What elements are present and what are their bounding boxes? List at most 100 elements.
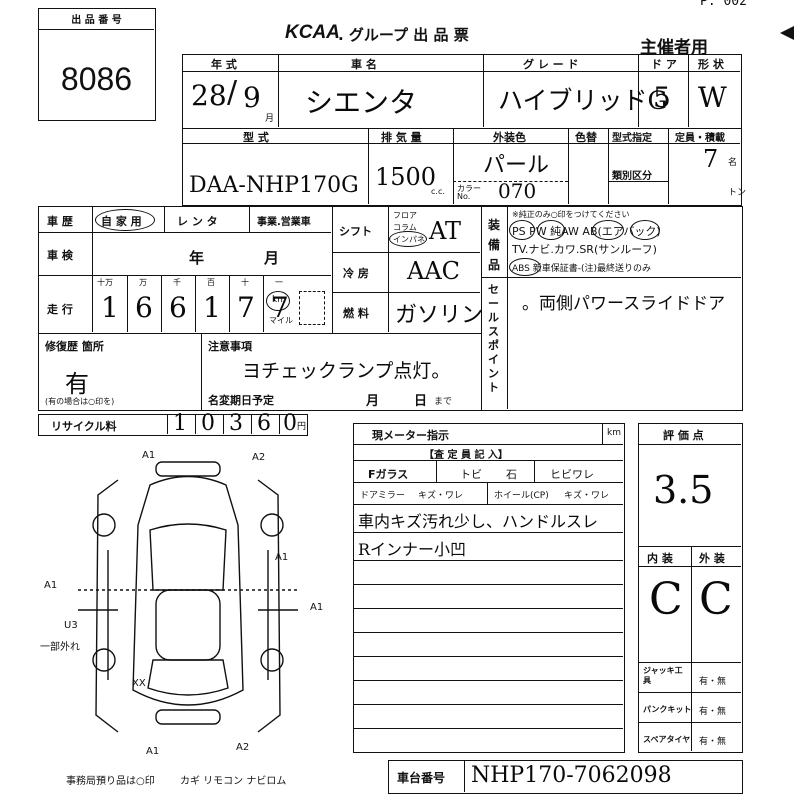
recycle-digit: 1 — [173, 411, 187, 436]
caution-section: 注意事項 ヨチェックランプ点灯。 名変期日予定 月 日 まで — [201, 333, 482, 411]
keys-items: カギ リモコン ナビロム — [180, 776, 287, 787]
inspection-month-unit: 月 — [264, 249, 280, 267]
caution-value: ヨチェックランプ点灯。 — [242, 360, 451, 382]
digit-label-1: 一 — [275, 278, 283, 287]
sales-point-value: 。両側パワースライドドア — [522, 294, 726, 314]
lot-number: 8086 — [60, 61, 133, 97]
recycle-label: リサイクル料 — [51, 420, 117, 433]
interior-value: C — [649, 574, 683, 625]
recycle-digit: 0 — [283, 411, 297, 436]
equipment-note: ※純正のみ○印をつけてください — [512, 210, 630, 219]
kcaa-logo: KCAA — [285, 22, 340, 43]
mileage-digit: 6 — [135, 291, 153, 324]
repair-value: 有 — [65, 370, 89, 398]
digit-label-100: 百 — [207, 278, 215, 287]
meter-km: km — [607, 428, 621, 438]
shape-label: 形 状 — [698, 58, 724, 71]
grade-value: ハイブリッドG — [498, 86, 668, 115]
sales-point-label: セールスポイント — [488, 283, 499, 394]
chassis-value: NHP170-7062098 — [471, 763, 672, 788]
mileage-label: 走 行 — [47, 303, 73, 316]
jack-yes-no: 有・無 — [699, 677, 727, 687]
recycle-yen: 円 — [297, 422, 307, 432]
damage-mark: A1 — [142, 450, 156, 461]
shape-value: W — [698, 81, 727, 114]
displacement-label: 排 気 量 — [381, 131, 422, 144]
damage-mark: A2 — [252, 452, 266, 463]
keys-label: 事務局預り品は○印 — [66, 776, 155, 787]
damage-mark: U3 — [64, 620, 78, 631]
mechanical-section: シフト フロア コラム インパネ AT 冷 房 AAC 燃 料 ガソリン — [332, 206, 484, 334]
doors-label: ド ア — [651, 58, 677, 71]
fuel-value: ガソリン — [395, 303, 484, 328]
recycle-digit: 3 — [229, 411, 243, 436]
inspection-label: 車 検 — [47, 249, 73, 262]
year-label: 年 式 — [211, 58, 237, 71]
deadline-until: まで — [434, 397, 453, 407]
recycle-digit: 0 — [201, 411, 215, 436]
caution-label: 注意事項 — [208, 340, 252, 353]
damage-mark: A1 — [275, 552, 289, 563]
equipment-line2: TV.ナビ.カワ.SR(サンルーフ) — [512, 243, 657, 256]
door-mirror-kizu: キズ・ワレ — [418, 491, 464, 501]
digit-label-100k: 十万 — [97, 278, 113, 287]
capacity-unit: 名 — [728, 158, 738, 168]
mile-label: マイル — [269, 316, 293, 325]
score-value: 3.5 — [653, 468, 714, 512]
history-label: 車 歴 — [47, 215, 73, 228]
spare-yes-no: 有・無 — [699, 737, 727, 747]
damage-mark: A2 — [236, 742, 250, 753]
inspector-note: Rインナー小凹 — [358, 540, 467, 559]
interior-label: 内 装 — [647, 552, 673, 565]
equipment-line3: ABS 新車保証書-(注)最終送りのみ — [512, 264, 652, 274]
month-unit: 月 — [265, 114, 275, 124]
exterior-value: C — [699, 574, 733, 625]
digit-label-10: 十 — [241, 278, 249, 287]
lot-number-label: 出 品 番 号 — [71, 15, 122, 26]
model-label: 型 式 — [243, 131, 269, 144]
load-unit: トン — [728, 188, 747, 198]
rental-label: レ ン タ — [177, 215, 218, 228]
chassis-section: 車台番号 NHP170-7062098 — [388, 760, 743, 794]
chassis-label: 車台番号 — [397, 771, 446, 785]
damage-note: 一部外れ — [40, 642, 80, 653]
lot-number-box: 出 品 番 号 8086 — [38, 8, 156, 121]
cc-unit: c.c. — [431, 187, 445, 196]
repair-section: 修復歴 箇所 有 (有の場合は○印を) — [38, 333, 202, 411]
ab-circle — [630, 220, 660, 240]
door-mirror-label: ドアミラー — [360, 491, 405, 501]
deadline-day: 日 — [414, 394, 428, 409]
inspector-note: 車内キズ汚れ少し、ハンドルスレ — [358, 512, 599, 531]
form-title: . グループ 出 品 票 — [338, 26, 469, 44]
glass-hibiware: ヒビワレ — [550, 468, 594, 481]
displacement-value: 1500 — [375, 163, 437, 191]
mileage-digit: 6 — [169, 291, 187, 324]
history-section: 車 歴 自 家 用 レ ン タ 事業.営業車 車 検 年 月 走 行 十万 万 … — [38, 206, 333, 334]
ac-value: AAC — [407, 257, 461, 285]
year-value: 28 — [191, 79, 227, 112]
top-fragment: P. 002 — [700, 0, 747, 9]
car-name-label: 車 名 — [351, 58, 377, 71]
wheel-kizu: キズ・ワレ — [564, 491, 610, 501]
mileage-digit: 1 — [203, 291, 221, 324]
inspection-year-unit: 年 — [189, 249, 205, 267]
type-spec-label: 型式指定 — [612, 133, 652, 144]
spare-label: スペアタイヤ — [643, 735, 691, 744]
car-name: シエンタ — [305, 86, 418, 119]
pw-circle — [537, 220, 565, 240]
shift-label: シフト — [339, 225, 372, 238]
recycle-digit: 6 — [257, 411, 271, 436]
damage-mark: XX — [132, 678, 146, 689]
mileage-digit: 7 — [237, 291, 255, 324]
digit-label-10k: 万 — [139, 278, 147, 287]
damage-mark: A1 — [44, 580, 58, 591]
color-value: パール — [483, 153, 550, 178]
jack-label: ジャッキ工具 — [643, 666, 683, 685]
color-change-label: 色替 — [575, 131, 597, 144]
ext-color-label: 外装色 — [493, 131, 526, 144]
shift-option-column: コラム — [393, 223, 417, 232]
repair-note: (有の場合は○印を) — [45, 397, 115, 406]
fuel-label: 燃 料 — [343, 307, 369, 320]
mileage-digit: 1 — [101, 291, 119, 324]
puncture-yes-no: 有・無 — [699, 707, 727, 717]
